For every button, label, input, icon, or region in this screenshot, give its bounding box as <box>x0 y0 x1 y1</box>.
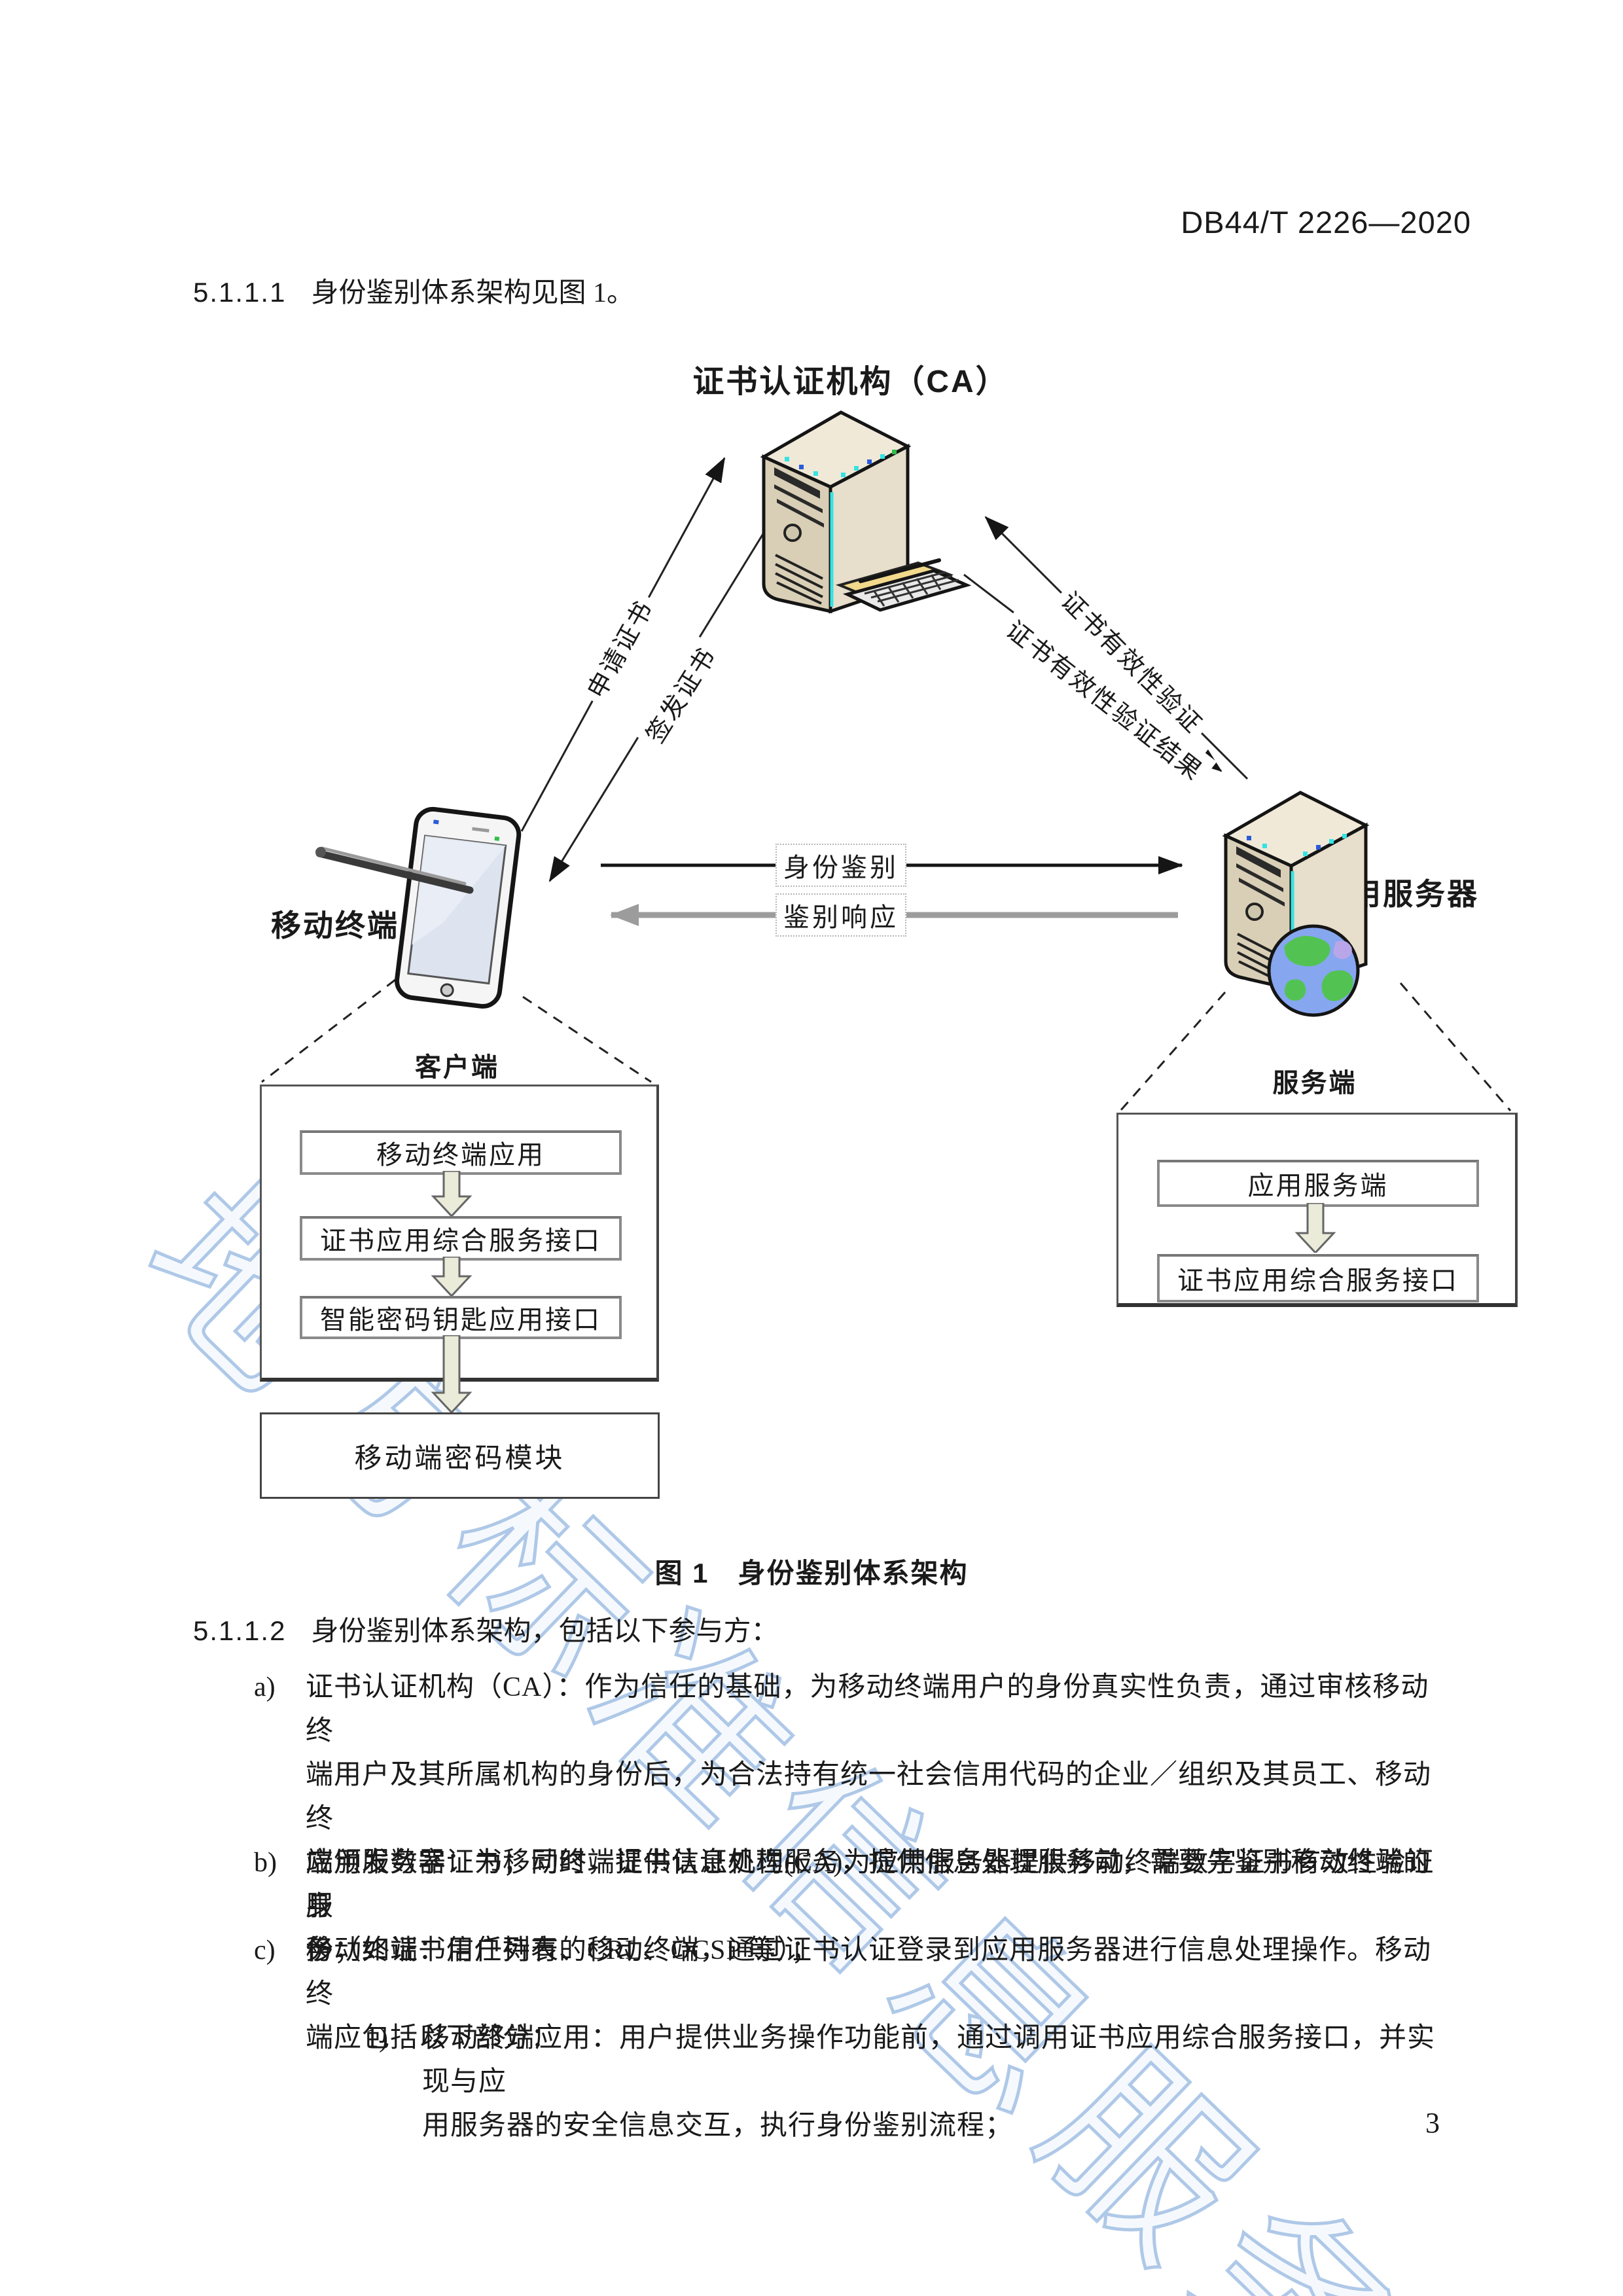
list-item-a: a) 证书认证机构（CA）：作为信任的基础，为移动终端用户的身份真实性负责，通过… <box>254 1666 1444 1973</box>
server-stack-box-app-service: 应用服务端 <box>1157 1160 1479 1207</box>
flow-label-auth-response: 鉴别响应 <box>776 893 906 937</box>
client-crypto-module-box: 移动端密码模块 <box>260 1412 660 1499</box>
client-stack-box-smart-key-api: 智能密码钥匙应用接口 <box>300 1296 622 1339</box>
ca-server-icon <box>760 410 972 614</box>
list-marker: 1) <box>365 2023 388 2053</box>
list-item-b: b) 应用服务器：为移动终端提供信息处理服务，提供信息处理服务前，需要先鉴别移动… <box>254 1841 1444 1973</box>
client-stack-box-cert-service: 证书应用综合服务接口 <box>300 1216 622 1261</box>
clause-5111-text: 身份鉴别体系架构见图 1。 <box>311 278 634 308</box>
group-label-server: 服务端 <box>1272 1069 1357 1098</box>
app-server-icon <box>1222 791 1370 1017</box>
list-item-text: 应用服务器：为移动终端提供信息处理服务，提供信息处理服务前，需要先鉴别移动终端的… <box>306 1848 1432 1965</box>
standard-number-header: DB44/T 2226—2020 <box>1181 205 1471 240</box>
node-label-mobile: 移动终端 <box>271 908 399 942</box>
node-label-ca: 证书认证机构（CA） <box>692 365 1009 399</box>
figure-caption: 图 1 身份鉴别体系架构 <box>654 1558 969 1588</box>
list-marker: b) <box>254 1848 277 1878</box>
flow-label-issue-cert: 签发证书 <box>632 634 726 754</box>
flow-label-apply-cert: 申请证书 <box>573 587 664 709</box>
list-item-text: 证书认证机构（CA）：作为信任的基础，为移动终端用户的身份真实性负责，通过审核移… <box>306 1672 1435 1965</box>
list-item-text: 移动终端应用：用户提供业务操作功能前，通过调用证书应用综合服务接口，并实现与应 … <box>422 2023 1436 2141</box>
list-item-1: 1) 移动终端应用：用户提供业务操作功能前，通过调用证书应用综合服务接口，并实现… <box>365 2017 1443 2148</box>
clause-5111-number: 5.1.1.1 <box>193 277 287 308</box>
page-number: 3 <box>1425 2107 1440 2139</box>
list-marker: a) <box>254 1672 276 1702</box>
mobile-terminal-icon <box>315 806 522 1009</box>
list-marker: c) <box>254 1935 276 1965</box>
group-label-client: 客户端 <box>415 1053 499 1082</box>
clause-5112-text: 身份鉴别体系架构，包括以下参与方： <box>311 1617 779 1647</box>
clause-5111: 5.1.1.1 身份鉴别体系架构见图 1。 <box>193 270 634 310</box>
server-stack-box-cert-service: 证书应用综合服务接口 <box>1157 1254 1479 1302</box>
list-item-c: c) 移动终端：用户持有的移动终端，通过证书认证登录到应用服务器进行信息处理操作… <box>254 1929 1444 2060</box>
flow-label-identity-auth: 身份鉴别 <box>776 844 906 887</box>
list-item-text: 移动终端：用户持有的移动终端，通过证书认证登录到应用服务器进行信息处理操作。移动… <box>306 1935 1432 2053</box>
clause-5112-number: 5.1.1.2 <box>193 1615 287 1646</box>
client-stack-box-app: 移动终端应用 <box>300 1130 622 1175</box>
clause-5112: 5.1.1.2 身份鉴别体系架构，包括以下参与方： <box>193 1609 778 1649</box>
